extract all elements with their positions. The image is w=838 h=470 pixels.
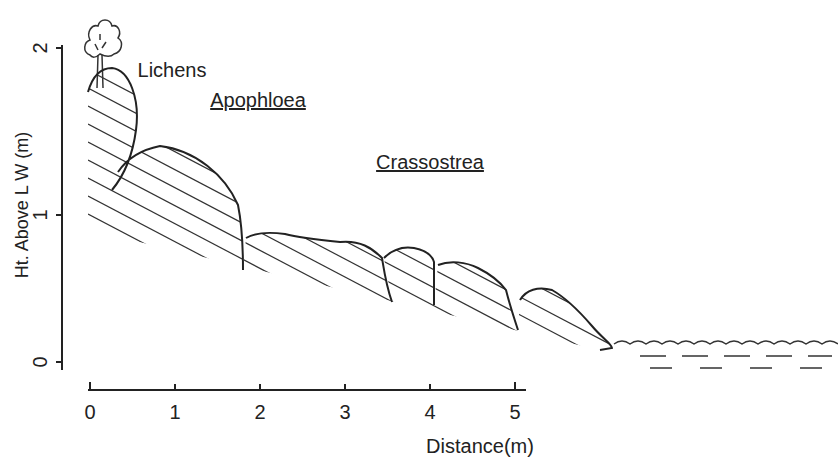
shore-surface bbox=[88, 68, 612, 350]
tick-label: 1 bbox=[169, 402, 180, 422]
water bbox=[614, 341, 838, 368]
tick-label: 5 bbox=[509, 402, 520, 422]
zone-label: Apophloea bbox=[210, 90, 306, 110]
tick-label: 0 bbox=[84, 402, 95, 422]
tick-label: 3 bbox=[339, 402, 350, 422]
zone-label: Crassostrea bbox=[376, 152, 484, 172]
tick-label: 0 bbox=[30, 356, 50, 367]
tick-label: 2 bbox=[30, 42, 50, 53]
tick-label: 4 bbox=[424, 402, 435, 422]
axis-title: Distance(m) bbox=[426, 436, 534, 456]
zone-label: Lichens bbox=[138, 60, 207, 80]
axes bbox=[56, 45, 526, 390]
axis-title: Ht. Above L W (m) bbox=[13, 132, 31, 278]
tick-label: 2 bbox=[254, 402, 265, 422]
rock-strata bbox=[88, 30, 640, 470]
tick-label: 1 bbox=[30, 209, 50, 220]
